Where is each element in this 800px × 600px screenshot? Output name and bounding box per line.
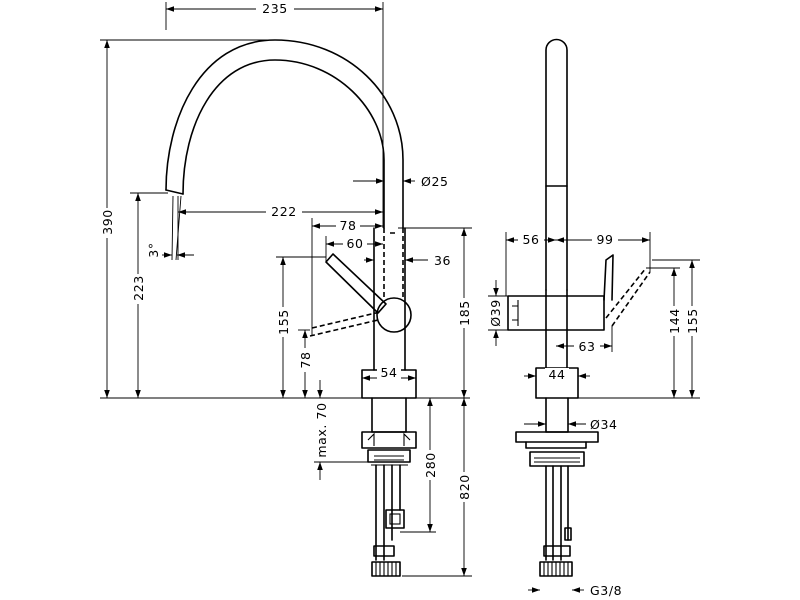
spout-outer — [165, 39, 404, 229]
front-fixing — [367, 432, 411, 446]
dim-56: 56 — [522, 232, 539, 247]
dim-235: 235 — [262, 1, 288, 16]
dim-223: 223 — [131, 275, 146, 301]
dim-280: 280 — [423, 452, 438, 478]
side-connector-upper — [543, 545, 571, 557]
dim-g3-8: G3/8 — [590, 583, 622, 598]
front-shank — [375, 464, 401, 561]
side-lever — [603, 254, 614, 301]
dim-390: 390 — [100, 209, 115, 235]
side-clip — [564, 527, 572, 541]
lever-hub — [376, 297, 412, 333]
dim-155: 155 — [276, 309, 291, 335]
front-nut — [367, 449, 411, 463]
dim-78-axis: 78 — [298, 351, 313, 368]
dim-222: 222 — [271, 204, 297, 219]
side-lever-hidden — [605, 267, 651, 327]
dim-820: 820 — [457, 474, 472, 500]
dim-78-lever: 78 — [339, 218, 356, 233]
front-lever — [325, 253, 387, 314]
dim-144: 144 — [667, 308, 682, 334]
dim-diameter-39: Ø39 — [488, 299, 503, 327]
side-shank — [545, 465, 569, 561]
dim-155-side: 155 — [685, 308, 700, 334]
dim-63: 63 — [578, 339, 595, 354]
side-flange — [515, 431, 599, 443]
front-clip-inner — [389, 513, 401, 525]
front-mount — [371, 397, 407, 433]
dim-36: 36 — [434, 253, 451, 268]
side-nut-thread — [534, 457, 580, 463]
front-flange — [361, 431, 417, 449]
front-connector — [371, 561, 401, 577]
dim-99: 99 — [596, 232, 613, 247]
side-hub-inner — [512, 300, 519, 326]
front-view: 235 390 223 Ø25 222 3° 78 — [100, 1, 472, 577]
dim-diameter-34: Ø34 — [590, 417, 618, 432]
dim-max-70: max. 70 — [314, 402, 329, 457]
side-spout — [545, 38, 568, 291]
dim-54: 54 — [380, 365, 397, 380]
side-connector-thread — [543, 562, 569, 576]
side-view: 56 99 Ø39 63 144 155 44 — [488, 38, 700, 598]
dim-44: 44 — [548, 367, 565, 382]
side-flange-lower — [525, 441, 587, 449]
side-mount — [545, 397, 569, 433]
side-hub — [507, 295, 605, 331]
front-connector-thread — [375, 562, 397, 576]
dim-185: 185 — [457, 300, 472, 326]
side-body — [545, 289, 568, 369]
spout-inner — [182, 59, 385, 229]
front-body-hidden — [383, 228, 404, 300]
front-nut-thread — [371, 455, 408, 466]
spout-tip — [165, 189, 184, 195]
side-nut — [529, 451, 585, 467]
dim-angle-3: 3° — [146, 242, 161, 257]
dim-60: 60 — [346, 236, 363, 251]
front-lever-hidden — [309, 311, 381, 337]
dim-diameter-25: Ø25 — [421, 174, 449, 189]
front-clip — [385, 509, 405, 529]
front-connector-upper — [373, 545, 395, 557]
